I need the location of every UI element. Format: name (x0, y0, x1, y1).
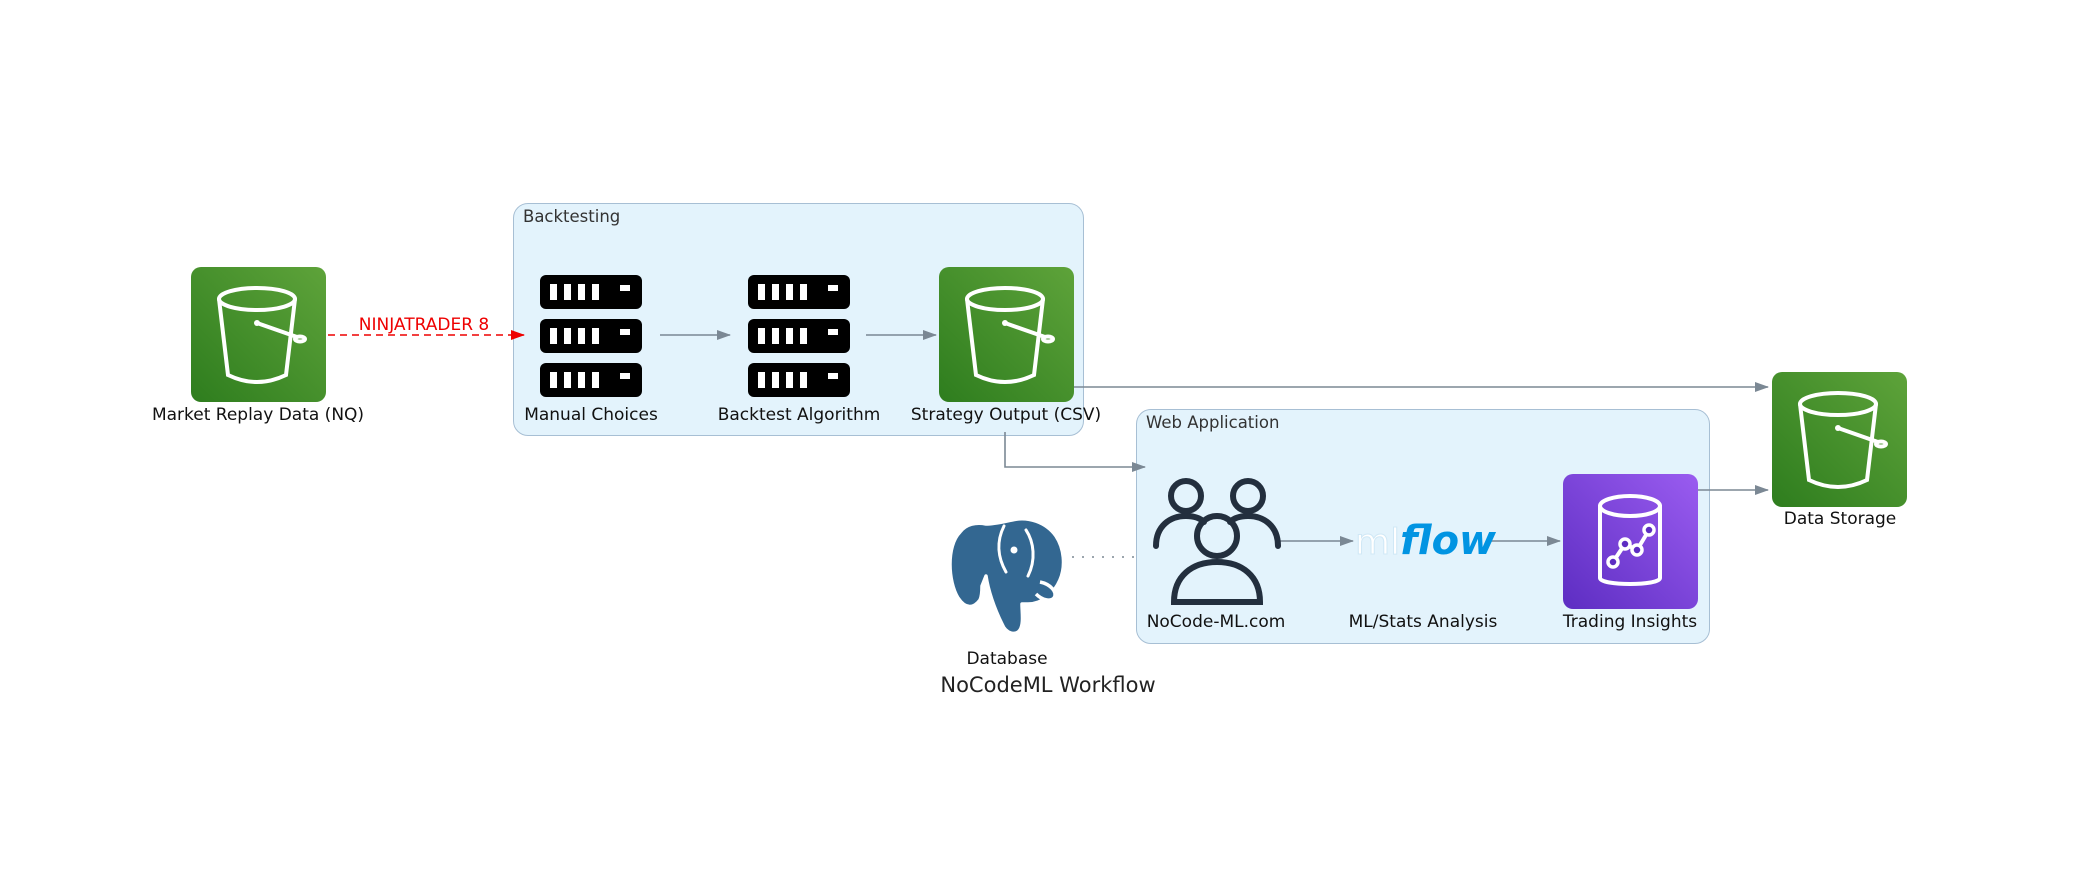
mlflow-logo-suffix: flow (1400, 518, 1496, 564)
cluster-label-web-application: Web Application (1146, 413, 1280, 432)
label-backtest-algorithm: Backtest Algorithm (717, 405, 881, 425)
label-ml-stats: ML/Stats Analysis (1348, 612, 1498, 632)
graph-title: NoCodeML Workflow (940, 673, 1156, 697)
users-group-icon (1153, 478, 1281, 605)
label-trading-insights: Trading Insights (1562, 612, 1698, 632)
label-manual-choices: Manual Choices (524, 405, 658, 425)
postgresql-elephant-icon (948, 517, 1066, 636)
edge-strategy-output-to-nocode-ml (1004, 432, 1146, 472)
cluster-label-backtesting: Backtesting (523, 207, 621, 226)
mlflow-logo-prefix: ml (1354, 522, 1401, 564)
edge-label-ninjatrader: NINJATRADER 8 (358, 315, 490, 335)
label-data-storage: Data Storage (1783, 509, 1897, 529)
label-database: Database (966, 649, 1048, 669)
mlflow-logo: mlflow (1354, 512, 1496, 570)
market-replay-s3-bucket-icon (191, 267, 326, 402)
label-nocode-ml: NoCode-ML.com (1146, 612, 1286, 632)
data-storage-s3-bucket-icon (1772, 372, 1907, 507)
backtest-algorithm-server-rack-icon (748, 275, 850, 397)
label-strategy-output: Strategy Output (CSV) (910, 405, 1102, 425)
label-market-replay: Market Replay Data (NQ) (151, 405, 365, 425)
manual-choices-server-rack-icon (540, 275, 642, 397)
strategy-output-s3-bucket-icon (939, 267, 1074, 402)
analytics-database-icon (1563, 474, 1698, 609)
